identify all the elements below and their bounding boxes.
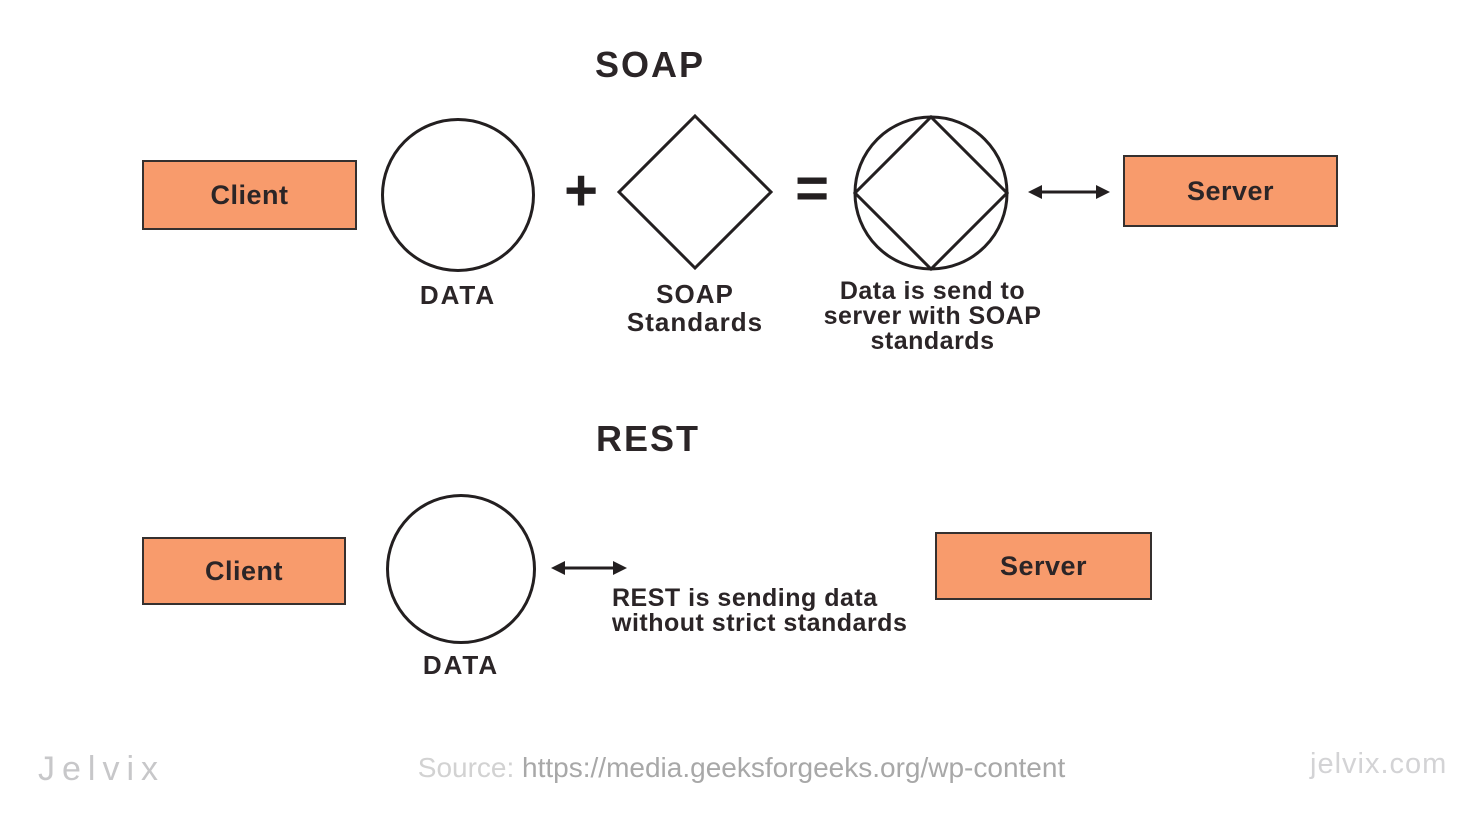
soap-data-circle-icon (381, 118, 535, 272)
soap-standards-label: SOAP Standards (626, 279, 764, 337)
rest-section-title: REST (595, 418, 700, 459)
equals-operator: = (795, 156, 829, 221)
rest-server-box: Server (935, 532, 1152, 600)
soap-section-title: SOAP (594, 44, 706, 85)
soap-data-label: DATA (419, 280, 497, 310)
jelvix-site-link: jelvix.com (1310, 748, 1448, 780)
rest-double-arrow-icon (551, 561, 627, 575)
soap-client-box: Client (142, 160, 357, 230)
soap-double-arrow-icon (1028, 185, 1110, 199)
soap-server-label: Server (1186, 175, 1275, 206)
source-url: https://media.geeksforgeeks.org/wp-conte… (522, 752, 1066, 783)
rest-server-label: Server (999, 550, 1088, 581)
soap-client-label: Client (210, 179, 289, 210)
soap-result-label: Data is send to server with SOAP standar… (823, 277, 1042, 355)
jelvix-logo: Jelvix (38, 750, 166, 788)
rest-note-label: REST is sending data without strict stan… (612, 584, 908, 637)
soap-server-box: Server (1123, 155, 1338, 227)
source-prefix: Source: (417, 752, 515, 783)
soap-standards-diamond-icon (617, 114, 773, 270)
rest-data-label: DATA (422, 650, 500, 680)
rest-data-circle-icon (386, 494, 536, 644)
soap-combined-circle-diamond-icon (852, 114, 1010, 272)
rest-client-box: Client (142, 537, 346, 605)
source-line: Source: https://media.geeksforgeeks.org/… (0, 752, 1483, 784)
plus-operator: + (564, 158, 598, 223)
rest-client-label: Client (204, 555, 283, 586)
